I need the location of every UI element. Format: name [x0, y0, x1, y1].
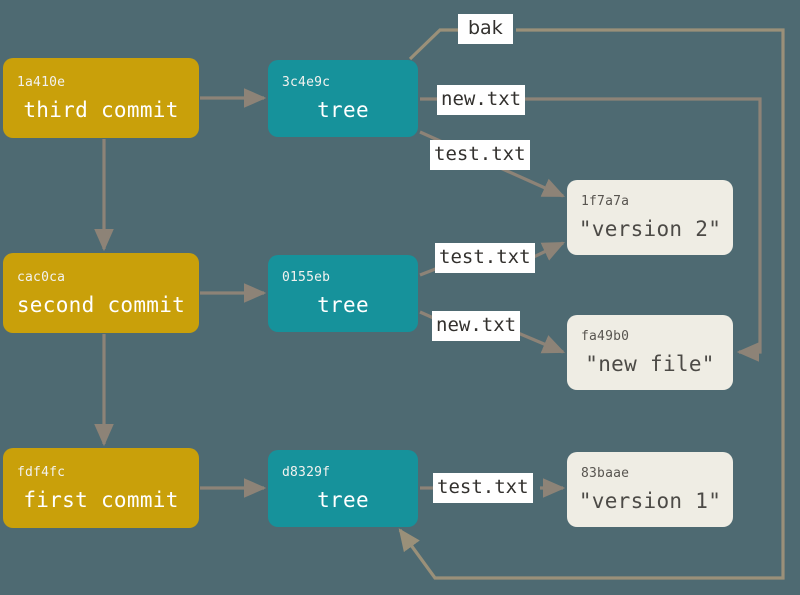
- edge-label-new-txt-tree3: new.txt: [437, 85, 526, 115]
- node-title: third commit: [23, 97, 179, 122]
- node-title: first commit: [23, 487, 179, 512]
- tree-node-0155eb[interactable]: 0155eb tree: [268, 255, 418, 332]
- node-hash: 1a410e: [17, 74, 66, 90]
- edge-tree3-to-tree1-bak-left: [408, 28, 461, 61]
- edge-tree3-to-blobnew-route: [520, 97, 762, 362]
- node-title: "version 2": [578, 217, 722, 241]
- node-title: second commit: [16, 292, 186, 317]
- blob-node-1f7a7a[interactable]: 1f7a7a "version 2": [567, 180, 733, 255]
- node-hash: 0155eb: [282, 270, 331, 285]
- edge-label-new-txt-tree2: new.txt: [432, 311, 521, 341]
- node-title: tree: [317, 293, 369, 317]
- node-hash: fa49b0: [581, 329, 630, 344]
- node-hash: cac0ca: [17, 269, 66, 285]
- edge-label-test-txt-tree3: test.txt: [430, 140, 530, 170]
- node-hash: d8329f: [282, 465, 331, 480]
- edge-label-test-txt-tree2: test.txt: [435, 243, 535, 273]
- node-hash: fdf4fc: [17, 464, 66, 480]
- node-title: tree: [317, 98, 369, 122]
- commit-node-fdf4fc[interactable]: fdf4fc first commit: [3, 448, 199, 528]
- node-hash: 83baae: [581, 466, 630, 481]
- node-title: tree: [317, 488, 369, 512]
- node-title: "new file": [585, 352, 715, 376]
- edge-label-bak: bak: [458, 14, 513, 44]
- node-hash: 1f7a7a: [581, 194, 630, 209]
- commit-node-1a410e[interactable]: 1a410e third commit: [3, 58, 199, 138]
- commit-node-cac0ca[interactable]: cac0ca second commit: [3, 253, 199, 333]
- edge-tree3-to-tree1-bak-route: [398, 28, 785, 580]
- tree-node-3c4e9c[interactable]: 3c4e9c tree: [268, 60, 418, 137]
- edge-tree2-to-blobnew-head: [517, 331, 566, 354]
- node-hash: 3c4e9c: [282, 75, 331, 90]
- blob-node-83baae[interactable]: 83baae "version 1": [567, 452, 733, 527]
- edge-label-test-txt-tree1: test.txt: [433, 473, 533, 503]
- node-title: "version 1": [578, 489, 722, 513]
- tree-node-d8329f[interactable]: d8329f tree: [268, 450, 418, 527]
- blob-node-fa49b0[interactable]: fa49b0 "new file": [567, 315, 733, 390]
